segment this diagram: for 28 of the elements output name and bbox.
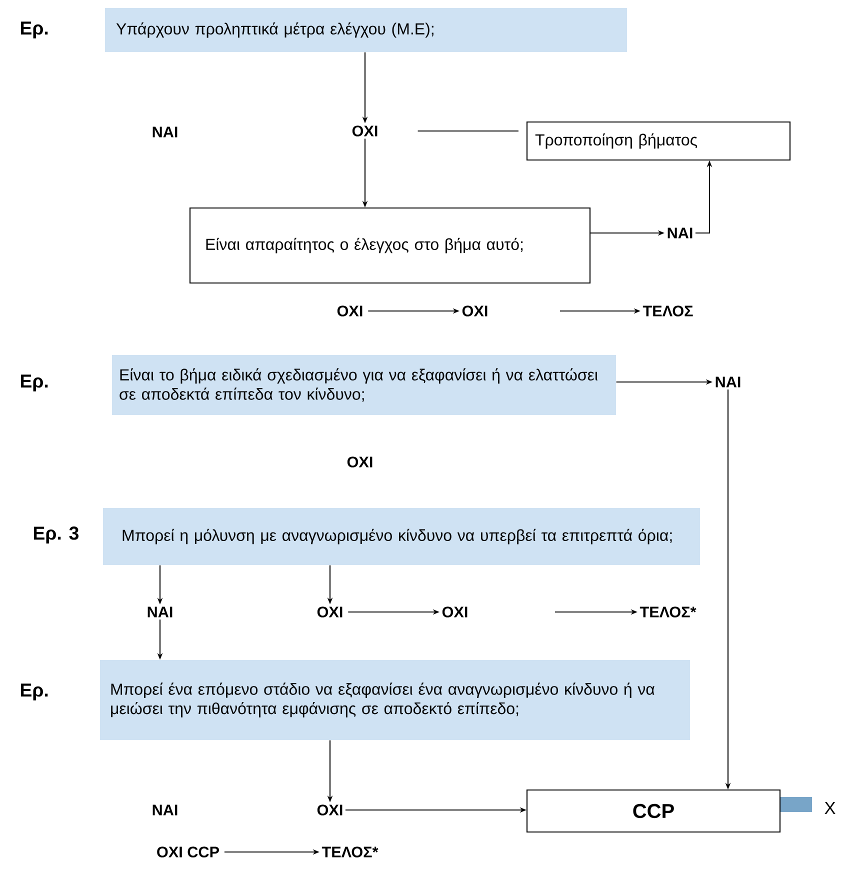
answer-label: ΟΧΙ xyxy=(442,606,468,618)
question-marker: Ερ. xyxy=(20,684,48,700)
answer-label: ΝΑΙ xyxy=(152,126,178,138)
answer-label: ΝΑΙ xyxy=(716,376,740,388)
process-box: Είναι απαραίτητος ο έλεγχος στο βήμα αυτό; xyxy=(189,207,591,284)
question-box: Μπορεί η μόλυνση με αναγνωρισμένο κίνδυνο να υπερβεί τα επιτρεπτά όρια; xyxy=(103,508,700,565)
question-box: Υπάρχουν προληπτικά μέτρα ελέγχου (Μ.Ε); xyxy=(105,8,627,52)
answer-label: ΟΧΙ xyxy=(462,306,488,316)
answer-label: ΝΑΙ xyxy=(668,228,692,238)
question-box: Μπορεί ένα επόμενο στάδιο να εξαφανίσει ένα αναγνωρισμένο κίνδυνο ή να μειώσει την πιθανότητα εμφάνισης σε αποδεκτό επίπεδο; xyxy=(100,660,690,740)
answer-label: ΟΧΙ xyxy=(347,456,372,468)
answer-label: ΟΧΙ xyxy=(337,306,362,316)
answer-label: ΝΑΙ xyxy=(152,804,178,816)
answer-label: ΟΧΙ xyxy=(352,126,378,136)
question-marker: Ερ. 3 xyxy=(34,526,79,544)
answer-label: ΤΕΛΟΣ xyxy=(642,306,693,316)
question-marker: Ερ. xyxy=(20,374,48,392)
answer-label: ΝΑΙ xyxy=(148,606,172,618)
answer-label: ΟΧΙ CCP xyxy=(157,846,219,858)
question-box: Είναι το βήμα ειδικά σχεδιασμένο για να εξαφανίσει ή να ελαττώσει σε αποδεκτά επίπεδα τον κίνδυνο; xyxy=(112,355,616,415)
answer-label: ΟΧΙ xyxy=(317,804,342,816)
marker-letter: X xyxy=(824,802,836,814)
process-box: Τροποποίηση βήματος xyxy=(526,121,791,161)
process-box: CCP xyxy=(526,789,781,833)
question-marker: Ερ. xyxy=(20,22,48,38)
answer-label: ΤΕΛΟΣ* xyxy=(322,846,378,858)
answer-label: ΟΧΙ xyxy=(317,606,342,618)
answer-label: ΤΕΛΟΣ* xyxy=(640,606,696,618)
